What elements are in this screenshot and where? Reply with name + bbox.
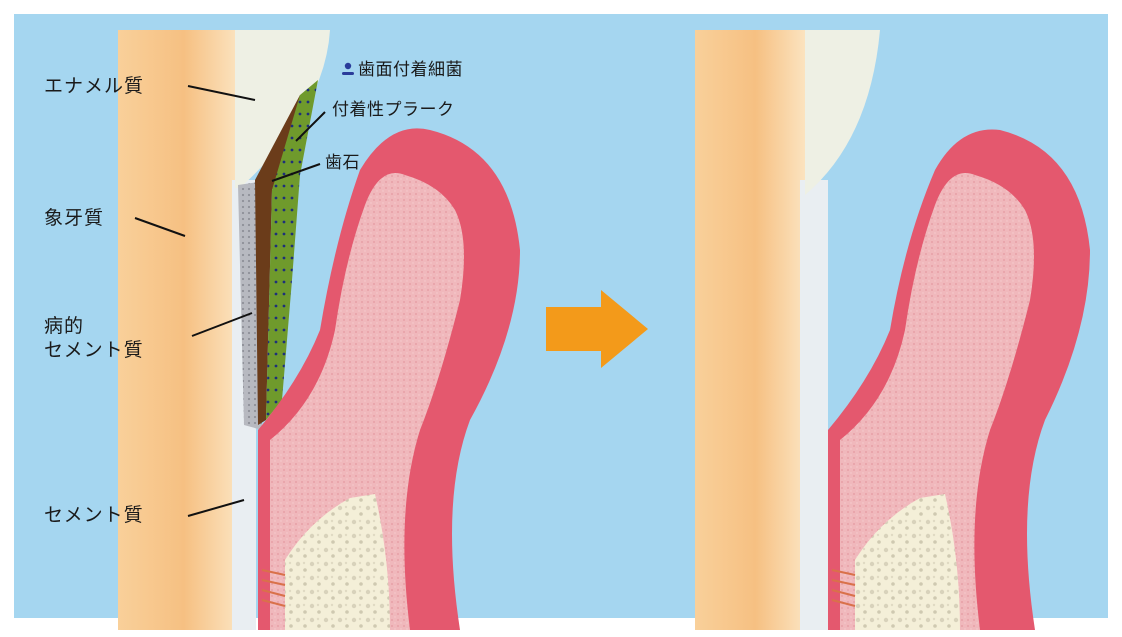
dentin-label: 象牙質 bbox=[44, 206, 104, 230]
diseased-cementum-label-line2: セメント質 bbox=[44, 338, 144, 362]
dentin-region-after bbox=[695, 30, 805, 630]
attached-plaque-label: 付着性プラーク bbox=[332, 98, 455, 122]
diseased-cementum-label: 病的 セメント質 bbox=[44, 314, 144, 362]
surface-bacteria-label: 歯面付着細菌 bbox=[358, 58, 463, 82]
enamel-label: エナメル質 bbox=[44, 74, 144, 98]
diseased-cementum-label-line1: 病的 bbox=[44, 314, 144, 338]
calculus-label: 歯石 bbox=[325, 151, 360, 175]
cementum-label: セメント質 bbox=[44, 503, 144, 527]
cementum-region-after bbox=[800, 180, 828, 630]
